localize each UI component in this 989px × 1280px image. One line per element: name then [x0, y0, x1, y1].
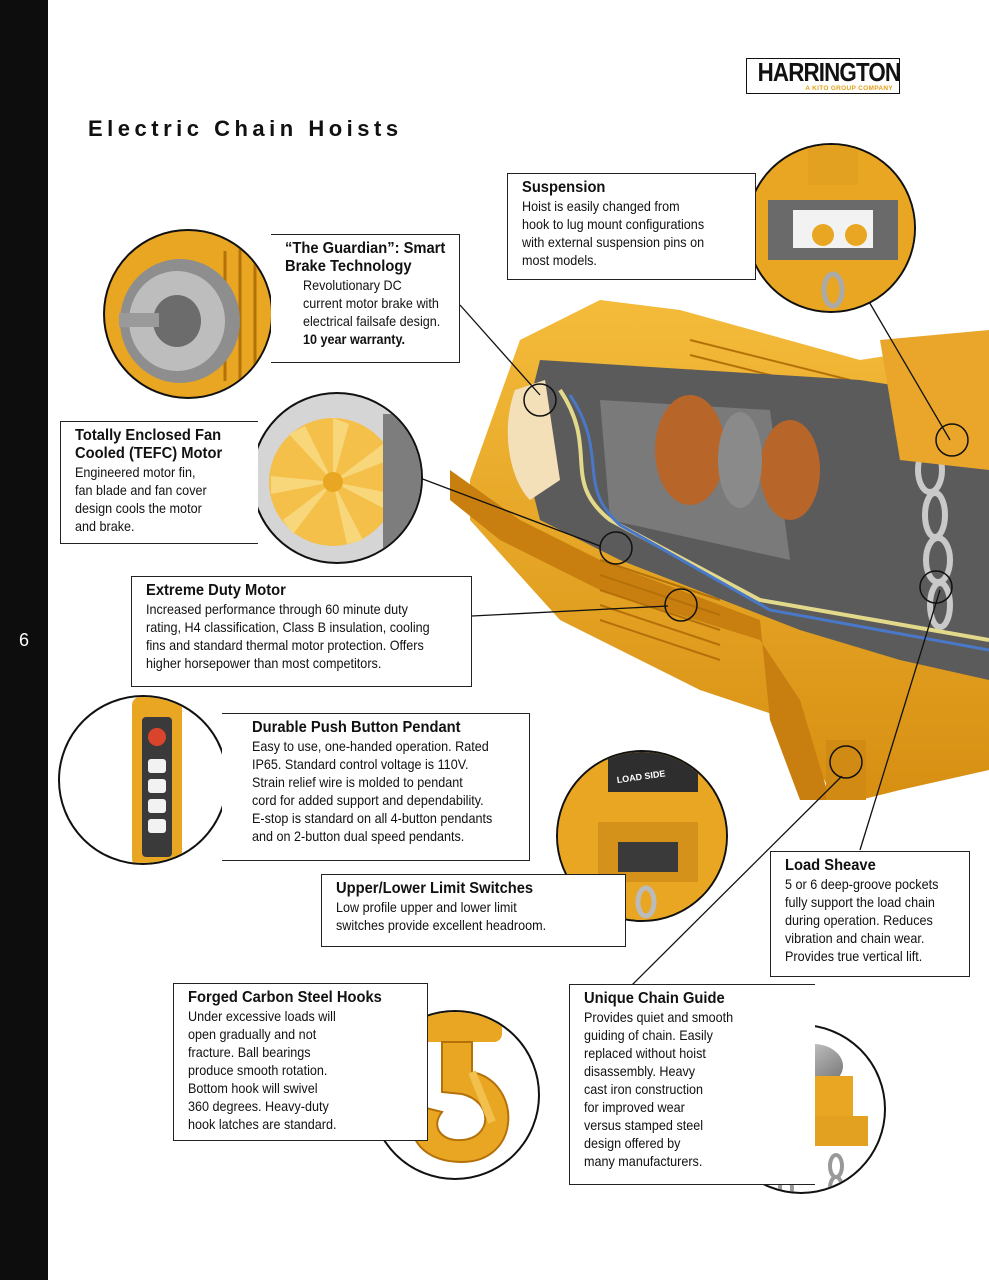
guardian-title: “The Guardian”: Smart Brake Technology — [285, 240, 446, 275]
harrington-logo: HARRINGTON A KITO GROUP COMPANY — [746, 57, 901, 94]
brake-photo — [103, 229, 273, 399]
extreme-motor-title: Extreme Duty Motor — [146, 582, 286, 599]
tefc-body: Engineered motor fin, fan blade and fan … — [75, 464, 207, 534]
guardian-body: Revolutionary DC current motor brake wit… — [303, 277, 441, 329]
load-sheave-body: 5 or 6 deep-groove pockets fully support… — [785, 876, 939, 964]
callout-leader-lines — [419, 299, 951, 986]
guardian-warranty: 10 year warranty. — [303, 331, 406, 347]
suspension-photo — [746, 143, 916, 313]
pendant-title: Durable Push Button Pendant — [252, 719, 461, 736]
pendant-photo — [58, 695, 228, 865]
callout-limit-switches: Upper/Lower Limit Switches Low profile u… — [321, 874, 626, 947]
extreme-motor-body: Increased performance through 60 minute … — [146, 601, 430, 671]
load-sheave-title: Load Sheave — [785, 857, 876, 874]
callout-steel-hooks: Forged Carbon Steel Hooks Under excessiv… — [173, 983, 428, 1141]
suspension-title: Suspension — [522, 179, 606, 196]
chain-guide-title: Unique Chain Guide — [584, 990, 725, 1007]
callout-extreme-duty-motor: Extreme Duty Motor Increased performance… — [131, 576, 472, 687]
page-title: Electric Chain Hoists — [88, 116, 403, 141]
page-sidebar: 6 — [0, 0, 48, 1280]
hooks-body: Under excessive loads will open graduall… — [188, 1008, 337, 1132]
callout-push-button-pendant: Durable Push Button Pendant Easy to use,… — [222, 713, 530, 861]
limit-switches-title: Upper/Lower Limit Switches — [336, 880, 534, 897]
tefc-title: Totally Enclosed Fan Cooled (TEFC) Motor — [75, 427, 223, 462]
callout-suspension: Suspension Hoist is easily changed from … — [507, 173, 756, 280]
pendant-body: Easy to use, one-handed operation. Rated… — [252, 738, 493, 844]
callout-guardian-brake: “The Guardian”: Smart Brake Technology R… — [271, 234, 460, 363]
logo-brand: HARRINGTON — [757, 57, 901, 87]
fan-photo — [251, 392, 423, 564]
callout-tefc-motor: Totally Enclosed Fan Cooled (TEFC) Motor… — [60, 421, 258, 544]
motor-windings — [655, 395, 820, 520]
logo-tagline: A KITO GROUP COMPANY — [805, 85, 893, 92]
callout-markers — [523, 383, 969, 779]
page-number: 6 — [18, 630, 29, 650]
suspension-body: Hoist is easily changed from hook to lug… — [522, 198, 705, 268]
hooks-title: Forged Carbon Steel Hooks — [188, 989, 382, 1006]
callout-chain-guide: Unique Chain Guide Provides quiet and sm… — [569, 984, 815, 1185]
chain-guide-body: Provides quiet and smooth guiding of cha… — [584, 1009, 734, 1169]
callout-load-sheave: Load Sheave 5 or 6 deep-groove pockets f… — [770, 851, 970, 977]
limit-switches-body: Low profile upper and lower limit switch… — [336, 899, 547, 933]
